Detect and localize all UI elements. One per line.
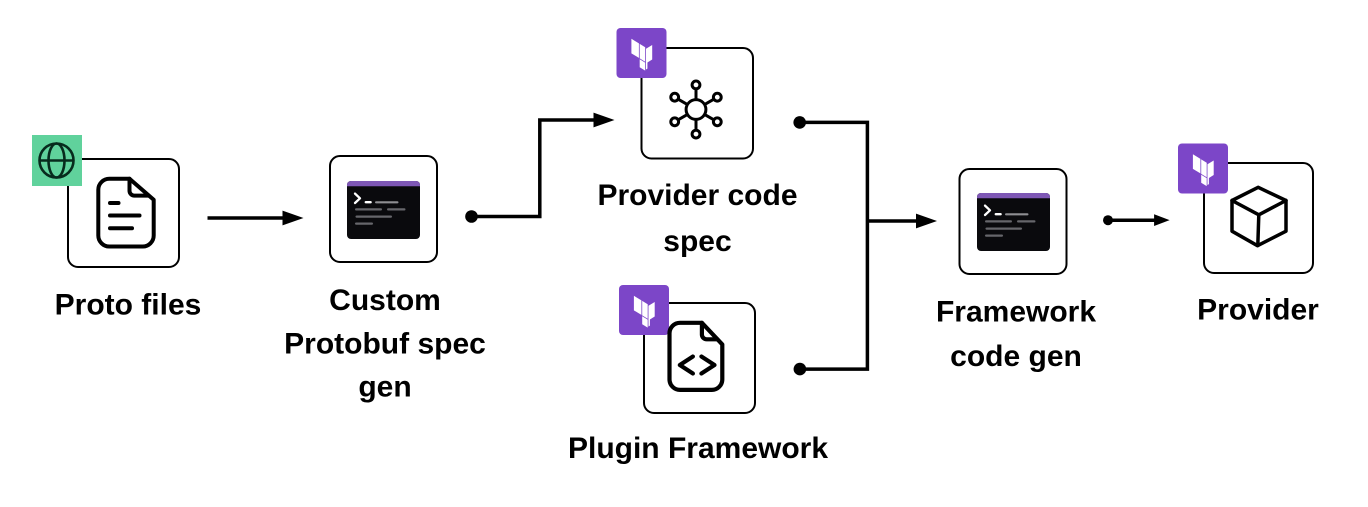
svg-text:code gen: code gen	[950, 340, 1082, 373]
svg-text:Framework: Framework	[936, 296, 1096, 329]
svg-text:Provider code: Provider code	[597, 179, 797, 212]
svg-text:gen: gen	[358, 371, 411, 404]
svg-text:spec: spec	[663, 225, 731, 258]
svg-text:Proto files: Proto files	[55, 289, 202, 322]
svg-text:Provider: Provider	[1197, 293, 1319, 326]
svg-text:Plugin Framework: Plugin Framework	[568, 432, 828, 465]
svg-text:Custom: Custom	[329, 284, 441, 317]
svg-text:Protobuf spec: Protobuf spec	[284, 328, 486, 361]
